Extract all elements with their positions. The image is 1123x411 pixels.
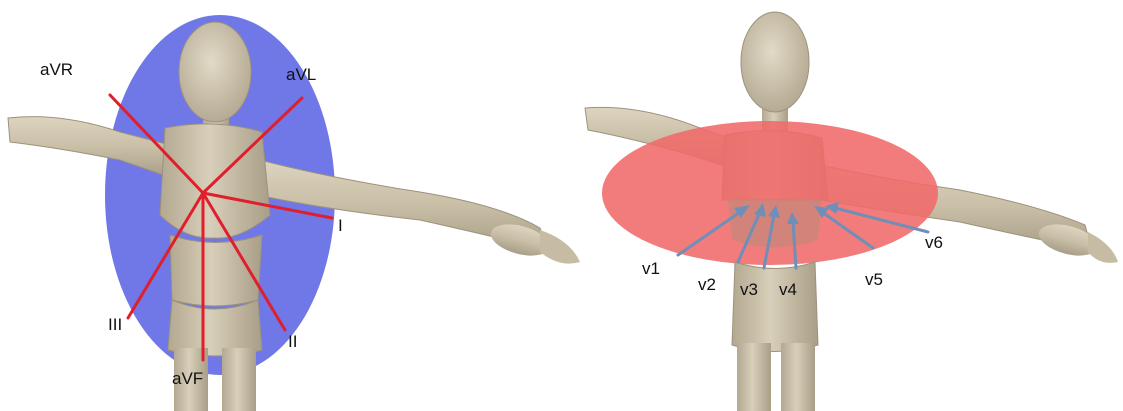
lead-label-avl: aVL bbox=[286, 65, 316, 84]
lead-label-i: I bbox=[338, 216, 343, 235]
lead-label-v5: v5 bbox=[865, 270, 883, 289]
lead-label-v3: v3 bbox=[740, 280, 758, 299]
lead-label-v6: v6 bbox=[925, 233, 943, 252]
lead-label-avr: aVR bbox=[40, 60, 73, 79]
lead-label-ii: II bbox=[288, 332, 297, 351]
lead-label-v4: v4 bbox=[779, 280, 797, 299]
lead-label-v1: v1 bbox=[642, 259, 660, 278]
lead-label-v2: v2 bbox=[698, 275, 716, 294]
mannequin-lower-right bbox=[728, 200, 822, 411]
frontal-plane-panel: aVR aVL I II III aVF bbox=[8, 15, 580, 411]
lead-label-avf: aVF bbox=[172, 369, 203, 388]
horizontal-plane-panel: v1 v2 v3 v4 v5 v6 bbox=[585, 12, 1118, 411]
lead-label-iii: III bbox=[108, 315, 122, 334]
